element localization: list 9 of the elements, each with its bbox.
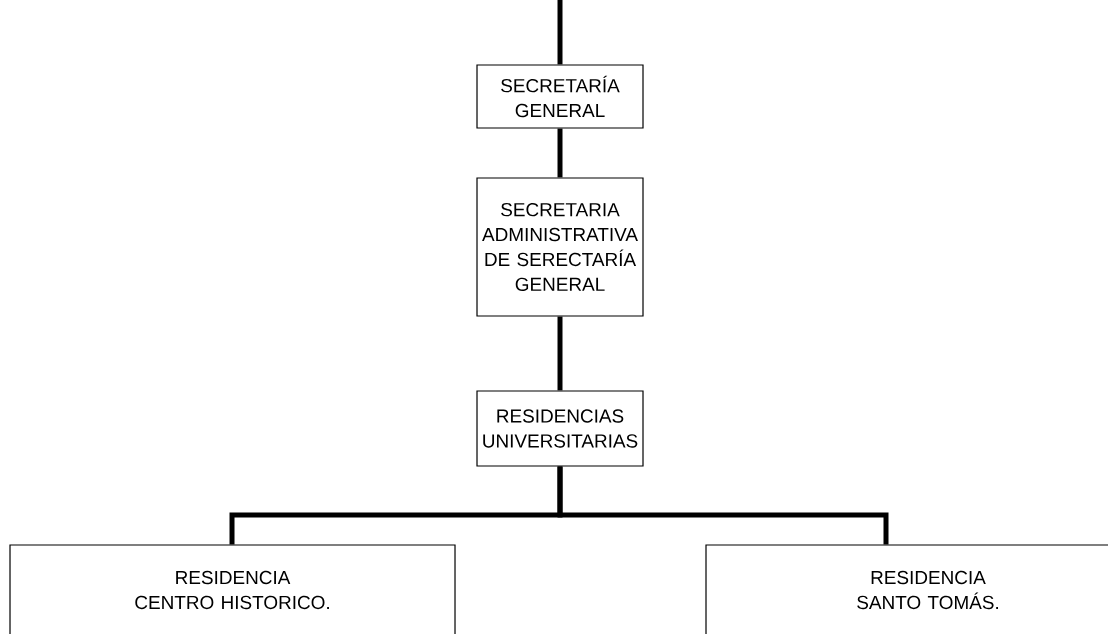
connector-line — [557, 316, 563, 391]
org-box: RESIDENCIA CENTRO HISTORICO. — [9, 544, 456, 634]
connector-line — [557, 466, 889, 545]
org-box: RESIDENCIAS UNIVERSITARIAS — [476, 390, 644, 467]
org-box: SECRETARIA ADMINISTRATIVA DE SERECTARÍA GENERAL — [476, 177, 644, 317]
connector-line — [557, 128, 563, 178]
org-box: RESIDENCIA SANTO TOMÁS. — [705, 544, 1108, 634]
connector-line — [557, 0, 563, 65]
org-box: SECRETARÍA GENERAL — [476, 64, 644, 129]
